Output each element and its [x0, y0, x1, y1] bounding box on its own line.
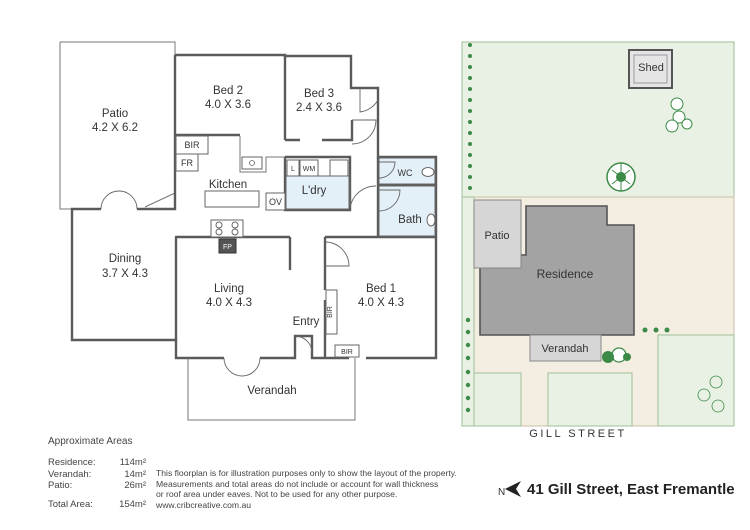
- shed-roof: [633, 54, 668, 84]
- washing-machine: [299, 159, 319, 177]
- verandah-outline: [187, 358, 356, 421]
- room-dims: 4.0 X 4.3: [358, 297, 404, 309]
- entry-label: Entry: [293, 316, 320, 328]
- site-verandah-box: [529, 334, 602, 362]
- room-name: Bed 3: [304, 88, 334, 100]
- bir-bed1-bottom-box: [334, 344, 360, 358]
- room-name: Bed 2: [213, 85, 243, 97]
- site-patio-box: [473, 199, 522, 269]
- disclaimer-line: This floorplan is for illustration purpo…: [156, 468, 457, 478]
- rear-lawn: [461, 41, 735, 198]
- area-label: Patio:: [48, 480, 73, 491]
- area-row: Verandah: 14m²: [48, 469, 146, 481]
- fireplace-box: [218, 238, 237, 254]
- burner: [215, 221, 223, 229]
- room-name: Bed 1: [366, 283, 396, 295]
- side-lawn: [461, 196, 475, 427]
- laundry-trough: [286, 159, 300, 177]
- bed3-door: [351, 119, 377, 145]
- door-swing: [359, 88, 379, 113]
- street-label: GILL STREET: [529, 428, 626, 440]
- fridge-label: FR: [181, 158, 193, 168]
- kitchen-island: [204, 190, 260, 208]
- bath-area: [378, 185, 436, 237]
- room-dims: 4.2 X 6.2: [92, 122, 138, 134]
- wc-label: WC: [398, 168, 413, 178]
- room-name: Patio: [102, 108, 128, 120]
- area-value: 26m²: [124, 480, 146, 491]
- bir-bed1-side-label: BIR: [327, 306, 334, 318]
- bir-bed1-bottom-label: BIR: [341, 349, 353, 356]
- sink: [241, 156, 263, 170]
- fridge-box: [175, 153, 199, 172]
- entry-door: [294, 335, 313, 354]
- area-value: 14m²: [124, 468, 146, 480]
- washing-machine-label: WM: [303, 166, 316, 173]
- front-lawn-left: [473, 372, 522, 427]
- area-total-label: Total Area:: [48, 498, 93, 510]
- laundry-trough-label: L: [291, 166, 295, 173]
- shrub-icon: [665, 97, 693, 133]
- room-dims: 4.0 X 3.6: [205, 99, 251, 111]
- oven-box: [265, 192, 286, 211]
- toilet: [421, 167, 435, 177]
- website-link[interactable]: www.cribcreative.com.au: [156, 499, 252, 510]
- bed1-door: [324, 241, 350, 267]
- area-value: 114m²: [119, 457, 146, 468]
- laundry-door: [349, 182, 377, 209]
- front-lawn-right: [547, 372, 633, 427]
- oven-label: OV: [269, 197, 282, 207]
- wc-door: [378, 161, 396, 179]
- room-name: Living: [214, 283, 244, 295]
- bath-door: [378, 189, 401, 212]
- cooktop: [210, 219, 244, 238]
- room-dims: 4.0 X 4.3: [206, 297, 252, 309]
- bath-label: Bath: [398, 214, 422, 226]
- right-lawn: [657, 334, 735, 427]
- bir-bed2-label: BIR: [184, 140, 200, 150]
- patio-door: [100, 190, 138, 210]
- burner: [231, 228, 239, 236]
- kitchen-label: Kitchen: [209, 179, 247, 191]
- laundry-bench: [329, 159, 349, 177]
- room-dims: 2.4 X 3.6: [296, 102, 342, 114]
- burner: [215, 228, 223, 236]
- sink-drain: [249, 160, 255, 166]
- room-name: Dining: [109, 253, 142, 265]
- disclaimer-line: or roof area under eaves. Not to be used…: [156, 489, 398, 499]
- residence-label: Residence: [537, 267, 594, 281]
- tree-icon: [606, 162, 636, 192]
- svg-text:N: N: [498, 487, 505, 498]
- compass-icon: N: [498, 481, 521, 498]
- kitchen-bench: [239, 136, 285, 173]
- area-row: Patio: 26m²: [48, 480, 146, 492]
- area-row: Residence: 114m²: [48, 457, 146, 469]
- house-walls: [70, 53, 438, 360]
- areas-title: Approximate Areas: [48, 436, 133, 447]
- disclaimer: This floorplan is for illustration purpo…: [156, 468, 501, 510]
- site-patio-label: Patio: [484, 230, 509, 242]
- fireplace-label: FP: [223, 244, 232, 251]
- disclaimer-line: Measurements and total areas do not incl…: [156, 478, 439, 489]
- site-verandah-label: Verandah: [541, 343, 588, 355]
- bir-bed1-side-box: [325, 289, 338, 335]
- approximate-areas: Approximate Areas Residence: 114m² Veran…: [48, 436, 146, 510]
- area-total-row: Total Area: 154m²: [48, 499, 146, 511]
- laundry-area: [285, 175, 350, 210]
- property-address: 41 Gill Street, East Fremantle: [527, 481, 735, 498]
- laundry-label: L'dry: [302, 185, 327, 197]
- area-label: Residence:: [48, 457, 96, 468]
- shrub-icon: [602, 347, 631, 363]
- room-dims: 3.7 X 4.3: [102, 268, 148, 280]
- shed-label: Shed: [638, 62, 664, 74]
- verandah-label: Verandah: [247, 385, 296, 397]
- garden-bed-icon: [697, 375, 725, 413]
- burner: [231, 221, 239, 229]
- living-front-door: [223, 357, 261, 377]
- area-total-value: 154m²: [119, 498, 146, 510]
- basin: [426, 213, 436, 227]
- area-label: Verandah:: [48, 468, 92, 480]
